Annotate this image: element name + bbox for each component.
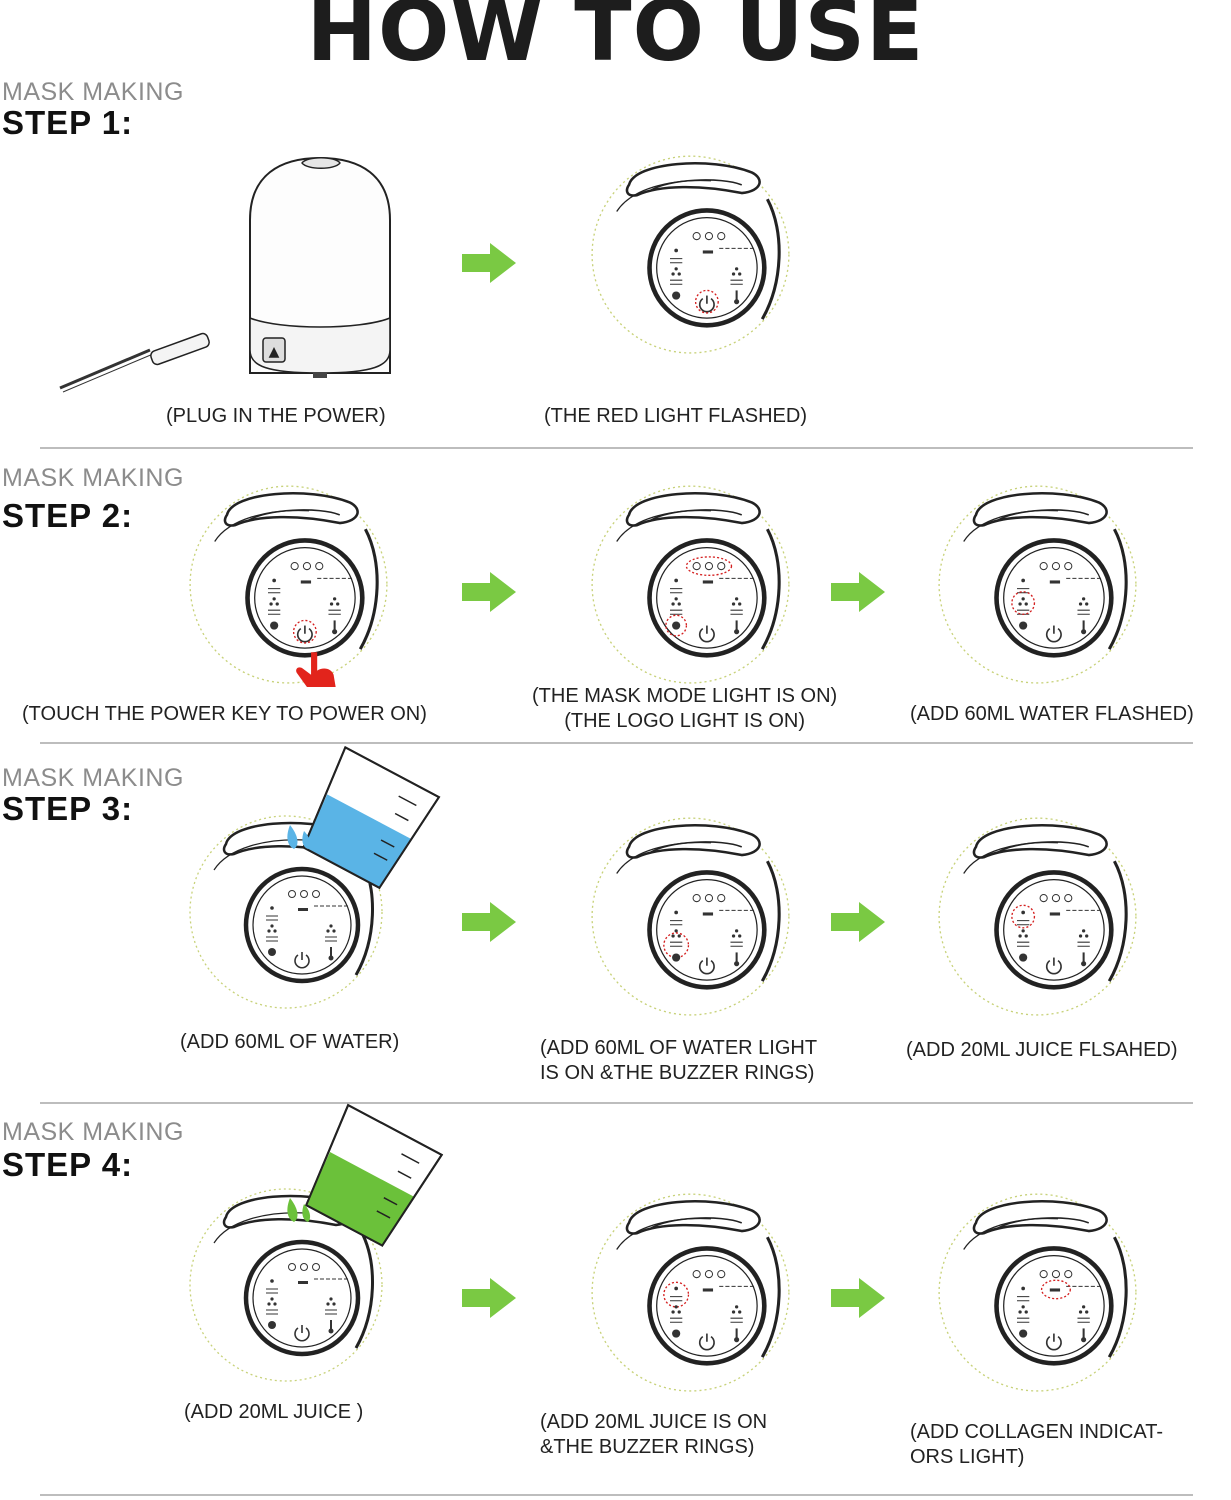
step2-caption-3: (ADD 60ML WATER FLASHED) [910,703,1194,725]
right-arrow-icon [462,572,516,612]
step3-label: STEP 3: [2,790,134,827]
svg-text:▲: ▲ [269,344,280,360]
control-panel-illustration [591,1193,790,1392]
right-arrow-icon [462,902,516,942]
control-panel-illustration [189,485,388,688]
control-panel-illustration [938,1193,1137,1392]
divider [40,1102,1193,1104]
right-arrow-icon [462,1278,516,1318]
control-panel-illustration [591,817,790,1016]
step3-caption-1: (ADD 60ML OF WATER) [180,1031,400,1053]
control-panel-illustration [938,817,1137,1016]
step1-subtitle: MASK MAKING [2,78,184,106]
mask-machine-illustration: ▲ [59,156,391,393]
right-arrow-icon [831,1278,885,1318]
add-water-illustration [189,745,441,1009]
step2-subtitle: MASK MAKING [2,464,184,492]
step2-label: STEP 2: [2,497,134,534]
step2-caption-2: (THE MASK MODE LIGHT IS ON) (THE LOGO LI… [532,685,838,732]
divider [40,742,1193,744]
page-title: HOW TO USE [306,0,925,80]
right-arrow-icon [831,572,885,612]
step4-label: STEP 4: [2,1146,134,1183]
control-panel-illustration [591,155,790,354]
divider [40,447,1193,449]
step3-caption-2: (ADD 60ML OF WATER LIGHT IS ON &THE BUZZ… [540,1037,818,1084]
step1-label: STEP 1: [2,104,134,141]
control-panel-illustration [938,485,1137,684]
control-panel-illustration [591,485,790,684]
step4-subtitle: MASK MAKING [2,1118,184,1146]
step2-caption-1: (TOUCH THE POWER KEY TO POWER ON) [22,703,427,725]
step3-caption-3: (ADD 20ML JUICE FLSAHED) [906,1039,1178,1061]
add-juice-illustration [189,1103,444,1382]
divider [40,1494,1193,1496]
step4-caption-3: (ADD COLLAGEN INDICAT- ORS LIGHT) [910,1421,1163,1468]
right-arrow-icon [462,243,516,283]
step4-caption-1: (ADD 20ML JUICE ) [184,1401,364,1423]
step1-caption-1: (PLUG IN THE POWER) [166,405,386,427]
step1-caption-2: (THE RED LIGHT FLASHED) [544,405,807,427]
right-arrow-icon [831,902,885,942]
step4-caption-2: (ADD 20ML JUICE IS ON &THE BUZZER RINGS) [540,1411,768,1458]
step3-subtitle: MASK MAKING [2,764,184,792]
